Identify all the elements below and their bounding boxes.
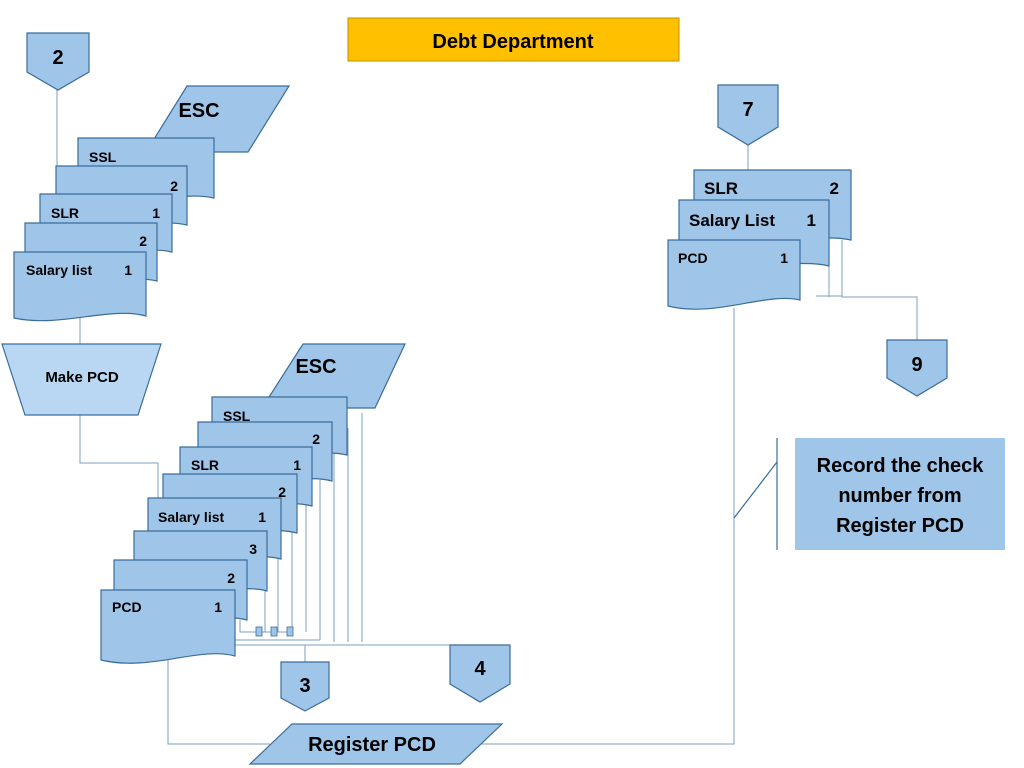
offpage-connector-7: 7 — [717, 84, 779, 146]
svg-text:ESC: ESC — [178, 100, 219, 122]
department-title: Debt Department — [347, 17, 680, 62]
svg-text:ESC: ESC — [295, 356, 336, 378]
svg-text:1: 1 — [780, 250, 788, 266]
svg-text:2: 2 — [278, 484, 286, 500]
right-document-stack: SLR 2 Salary List 1 PCD 1 — [667, 169, 852, 310]
svg-text:2: 2 — [170, 178, 178, 194]
svg-text:1: 1 — [807, 211, 816, 230]
make-pcd-process: Make PCD — [1, 343, 162, 416]
offpage-connector-9: 9 — [886, 339, 948, 397]
annotation-note: Record the check number from Register PC… — [795, 438, 1005, 550]
svg-text:1: 1 — [293, 457, 301, 473]
connector-7-label: 7 — [742, 99, 753, 121]
svg-text:SSL: SSL — [89, 149, 117, 165]
svg-text:SLR: SLR — [704, 179, 738, 198]
bottom-esc-data: ESC — [260, 343, 406, 409]
offpage-connector-2: 2 — [26, 32, 90, 91]
connector-9-label: 9 — [911, 354, 922, 376]
svg-text:2: 2 — [830, 179, 839, 198]
left-doc-salary-list: Salary list 1 — [13, 251, 147, 322]
register-pcd-data: Register PCD — [248, 723, 504, 765]
svg-text:Salary list: Salary list — [158, 509, 224, 525]
svg-text:2: 2 — [139, 233, 147, 249]
left-esc-data: ESC — [144, 85, 291, 153]
note-line-3: Register PCD — [836, 515, 964, 537]
bottom-doc-pcd: PCD 1 — [100, 589, 236, 664]
offpage-connector-4: 4 — [449, 644, 511, 703]
svg-text:SLR: SLR — [191, 457, 219, 473]
note-line-1: Record the check — [817, 455, 985, 477]
svg-text:3: 3 — [249, 541, 257, 557]
bottom-document-stack: ESC SSL 2 SLR 1 2 Salary list 1 3 — [100, 343, 406, 664]
connector-3-label: 3 — [299, 675, 310, 697]
svg-text:1: 1 — [214, 599, 222, 615]
note-line-2: number from — [838, 485, 961, 507]
svg-text:1: 1 — [152, 205, 160, 221]
offpage-connector-3: 3 — [280, 661, 330, 712]
svg-text:Salary list: Salary list — [26, 262, 92, 278]
svg-text:1: 1 — [124, 262, 132, 278]
department-title-text: Debt Department — [432, 31, 593, 53]
connector-2-label: 2 — [52, 47, 63, 69]
svg-text:2: 2 — [227, 570, 235, 586]
junction-markers — [255, 626, 294, 637]
register-pcd-label: Register PCD — [308, 734, 436, 756]
svg-text:1: 1 — [258, 509, 266, 525]
svg-text:2: 2 — [312, 431, 320, 447]
svg-text:PCD: PCD — [678, 250, 708, 266]
svg-text:Salary List: Salary List — [689, 211, 775, 230]
connector-4-label: 4 — [474, 658, 486, 680]
svg-text:PCD: PCD — [112, 599, 142, 615]
svg-text:SSL: SSL — [223, 408, 251, 424]
right-doc-pcd: PCD 1 — [667, 239, 801, 310]
left-document-stack: ESC SSL 2 SLR 1 2 Salary list 1 — [13, 85, 291, 322]
make-pcd-label: Make PCD — [45, 369, 119, 386]
svg-text:SLR: SLR — [51, 205, 79, 221]
